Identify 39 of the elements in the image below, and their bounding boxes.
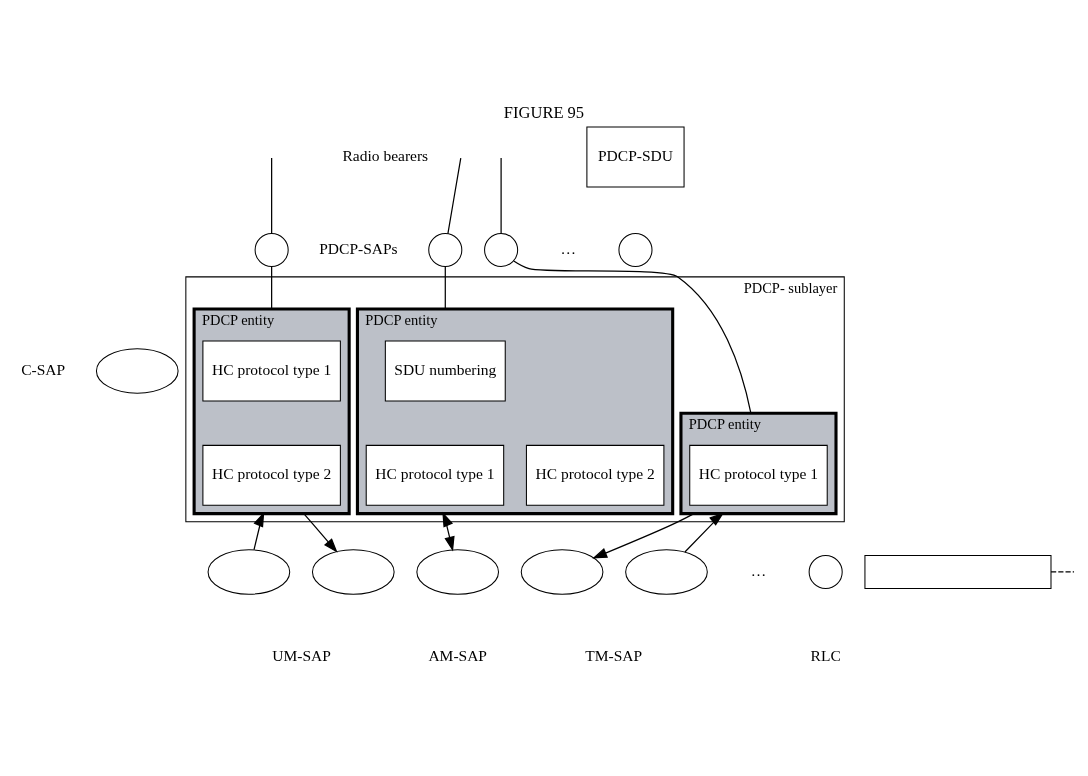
node-ellipse bbox=[95, 348, 179, 394]
arrow bbox=[684, 512, 725, 553]
label: PDCP-SAPs bbox=[319, 239, 398, 257]
node-circle bbox=[618, 232, 653, 268]
label: … bbox=[750, 561, 767, 579]
diagram-title: FIGURE 95 bbox=[503, 102, 585, 122]
node-ellipse bbox=[416, 549, 500, 595]
node-box: HC protocol type 1 bbox=[202, 340, 341, 402]
label: UM-SAP bbox=[272, 646, 331, 664]
label: … bbox=[560, 239, 577, 257]
connector bbox=[513, 260, 752, 414]
node-circle bbox=[428, 232, 463, 268]
label: AM-SAP bbox=[428, 646, 487, 664]
arrow bbox=[303, 512, 338, 553]
label: TM-SAP bbox=[585, 646, 643, 664]
node-box: HC protocol type 1 bbox=[689, 444, 828, 506]
node-box: HC protocol type 2 bbox=[525, 444, 665, 506]
node-circle bbox=[484, 232, 519, 268]
connector bbox=[444, 265, 446, 310]
node-ellipse bbox=[520, 549, 604, 595]
node-box bbox=[864, 554, 1052, 590]
connector bbox=[1050, 571, 1075, 573]
node-circle bbox=[254, 232, 289, 268]
node-ellipse bbox=[207, 549, 291, 595]
node-box: HC protocol type 1 bbox=[365, 444, 505, 506]
node-box: HC protocol type 2 bbox=[202, 444, 341, 506]
label: Radio bearers bbox=[342, 146, 429, 164]
connector bbox=[500, 157, 502, 234]
node-box: PDCP-SDU bbox=[586, 126, 685, 188]
node-circle bbox=[808, 554, 843, 590]
node-ellipse bbox=[311, 549, 395, 595]
label: RLC bbox=[810, 646, 841, 664]
node-label: C-SAP bbox=[21, 360, 66, 378]
node-box: SDU numbering bbox=[384, 340, 506, 402]
connector bbox=[271, 157, 273, 234]
connector bbox=[447, 157, 462, 235]
arrow bbox=[592, 512, 695, 559]
connector bbox=[271, 265, 273, 310]
node-ellipse bbox=[625, 549, 708, 595]
